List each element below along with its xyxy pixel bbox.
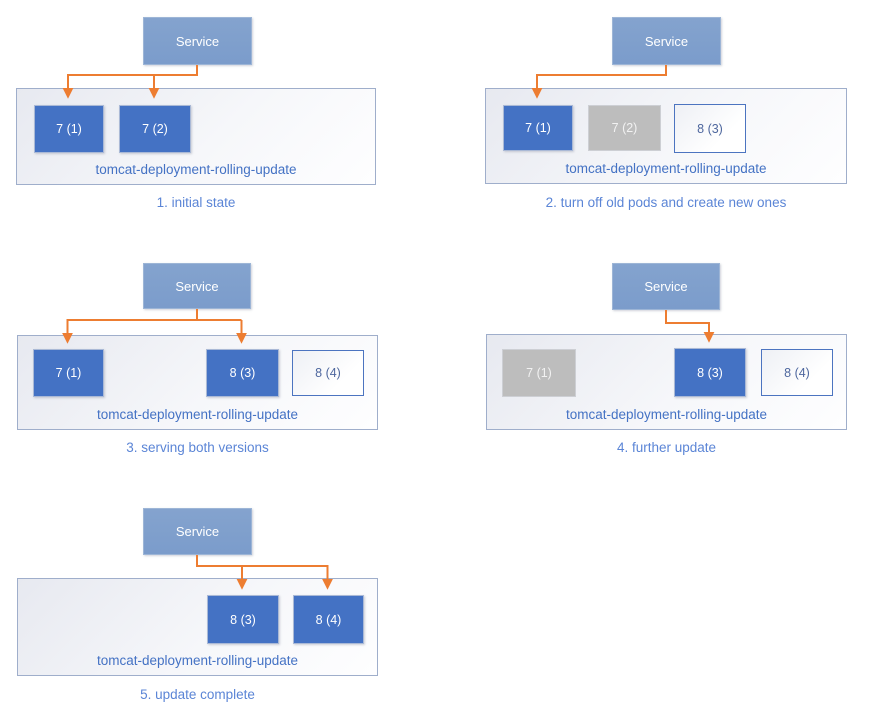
panel-caption-3: 3. serving both versions: [126, 440, 269, 455]
service-label: Service: [175, 33, 220, 49]
deployment-box-1: 7 (1) 7 (2) tomcat-deployment-rolling-up…: [16, 88, 376, 185]
deployment-box-2: 7 (1) 7 (2) 8 (3) tomcat-deployment-roll…: [485, 88, 847, 184]
panel-caption-5: 5. update complete: [140, 687, 255, 702]
pod-8-4-new: 8 (4): [761, 349, 833, 396]
deployment-label: tomcat-deployment-rolling-update: [96, 407, 299, 422]
service-box-5: Service: [143, 508, 252, 555]
service-label: Service: [644, 33, 689, 49]
service-box-3: Service: [143, 263, 251, 309]
panel-caption-1: 1. initial state: [156, 195, 236, 210]
pod-8-3: 8 (3): [206, 349, 279, 397]
service-label: Service: [175, 278, 219, 294]
service-box-4: Service: [612, 263, 720, 310]
panel-caption-4: 4. further update: [616, 440, 717, 455]
deployment-box-3: 7 (1) 8 (3) 8 (4) tomcat-deployment-roll…: [17, 335, 378, 430]
pod-8-3: 8 (3): [207, 595, 279, 644]
deployment-box-5: 8 (3) 8 (4) tomcat-deployment-rolling-up…: [17, 578, 378, 676]
pod-7-1: 7 (1): [34, 105, 104, 153]
pod-7-2: 7 (2): [119, 105, 191, 153]
pod-7-1: 7 (1): [503, 105, 573, 151]
pod-7-1: 7 (1): [33, 349, 104, 397]
service-label: Service: [175, 524, 220, 539]
pod-8-3: 8 (3): [674, 348, 746, 397]
panel-caption-2: 2. turn off old pods and create new ones: [545, 195, 787, 210]
deployment-label: tomcat-deployment-rolling-update: [95, 162, 297, 177]
pod-8-4: 8 (4): [293, 595, 364, 644]
deployment-box-4: 7 (1) 8 (3) 8 (4) tomcat-deployment-roll…: [486, 334, 847, 430]
service-label: Service: [644, 279, 688, 294]
deployment-label: tomcat-deployment-rolling-update: [96, 653, 299, 668]
pod-8-4-new: 8 (4): [292, 350, 364, 396]
pod-7-2-terminated: 7 (2): [588, 105, 661, 151]
pod-7-1-terminated: 7 (1): [502, 349, 576, 397]
service-box-1: Service: [143, 17, 252, 65]
pod-8-3-new: 8 (3): [674, 104, 746, 153]
service-box-2: Service: [612, 17, 721, 65]
deployment-label: tomcat-deployment-rolling-update: [565, 161, 767, 176]
deployment-label: tomcat-deployment-rolling-update: [565, 407, 768, 422]
